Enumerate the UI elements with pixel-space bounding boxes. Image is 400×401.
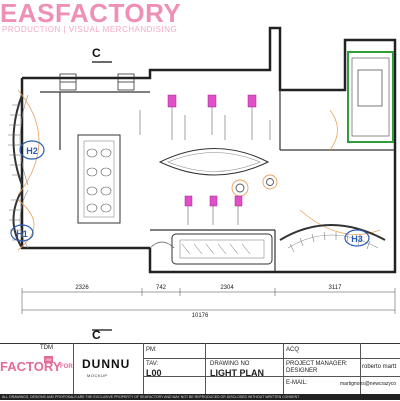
light-arcs bbox=[17, 89, 381, 251]
dim-2326: 2326 bbox=[75, 285, 89, 291]
spotlight-row-top bbox=[167, 94, 257, 108]
tav-value: L00 bbox=[146, 368, 162, 378]
client-logo: DUNNU bbox=[82, 357, 131, 371]
footer-strip: ALL DRAWINGS, DESIGNS AND PROPOSALS ARE … bbox=[0, 394, 400, 400]
round-tables bbox=[231, 174, 278, 197]
zone-label-h2: H2 bbox=[19, 140, 45, 160]
tav-label: TAV: bbox=[146, 361, 159, 367]
svg-text:H1: H1 bbox=[16, 229, 28, 239]
dim-742: 742 bbox=[156, 285, 167, 291]
entrance-arc bbox=[149, 241, 175, 249]
dim-2304: 2304 bbox=[220, 285, 234, 291]
email-label: E-MAIL: bbox=[286, 380, 308, 386]
for-label: FOR bbox=[60, 364, 73, 370]
inner-walls bbox=[40, 90, 395, 272]
tb-divider bbox=[360, 343, 361, 400]
email-value: martignons@newcrazyco bbox=[340, 381, 397, 387]
tb-row-line bbox=[143, 376, 400, 377]
dimension-lines bbox=[21, 288, 396, 314]
light-beam-lines bbox=[139, 107, 271, 225]
section-marker-bottom: C bbox=[92, 328, 112, 342]
brand-tagline: PRODUCTION | VISUAL MERCHANDISING bbox=[2, 25, 178, 34]
shelf-ticks bbox=[8, 104, 22, 241]
fitting-rooms bbox=[59, 73, 135, 91]
client-subtitle: MOCKUP bbox=[87, 373, 108, 378]
floor-plan: C C H2 H1 H3 2326 742 2304 3117 10176 bbox=[8, 26, 397, 342]
tb-divider bbox=[73, 343, 74, 400]
zone-label-h3: H3 bbox=[344, 229, 370, 247]
oval-display bbox=[158, 148, 270, 176]
tb-row-line bbox=[143, 358, 400, 359]
dim-3117: 3117 bbox=[329, 285, 343, 291]
svg-text:C: C bbox=[92, 328, 101, 342]
tb-divider bbox=[143, 343, 144, 400]
curved-wall-display-h1 bbox=[12, 189, 23, 249]
drawing-value: LIGHT PLAN bbox=[210, 368, 264, 378]
bottom-gondola bbox=[171, 233, 273, 265]
svg-text:C: C bbox=[92, 46, 101, 60]
stockroom bbox=[347, 51, 394, 143]
tdm-label: TDM bbox=[40, 345, 53, 351]
central-display-table bbox=[77, 134, 121, 224]
pm-name: roberto martt bbox=[362, 364, 397, 370]
pm-label: PM: bbox=[146, 347, 157, 353]
tb-divider bbox=[205, 343, 206, 400]
service-counter bbox=[357, 69, 383, 107]
drawing-no-label: DRAWING NO bbox=[210, 361, 250, 367]
spotlight-row-bottom bbox=[184, 195, 243, 207]
project-manager-label: PROJECT MANAGER: bbox=[286, 361, 348, 367]
curved-wall-display-h2 bbox=[12, 94, 23, 186]
factory-logo-badge: VM bbox=[44, 356, 53, 363]
zone-label-h1: H1 bbox=[10, 224, 34, 242]
svg-text:H2: H2 bbox=[26, 146, 38, 156]
brand-logo: EASFACTORY bbox=[0, 0, 182, 28]
tb-divider bbox=[283, 343, 284, 400]
title-block bbox=[0, 343, 400, 401]
footer-note: ALL DRAWINGS, DESIGNS AND PROPOSALS ARE … bbox=[2, 395, 300, 399]
designer-label: DESIGNER bbox=[286, 368, 318, 374]
acq-label: ACQ bbox=[286, 347, 300, 353]
stockroom-inner bbox=[351, 57, 390, 137]
dim-10176: 10176 bbox=[192, 313, 209, 319]
svg-text:H3: H3 bbox=[351, 234, 363, 244]
section-marker-top: C bbox=[92, 46, 112, 63]
curved-display-h3 bbox=[279, 224, 386, 253]
